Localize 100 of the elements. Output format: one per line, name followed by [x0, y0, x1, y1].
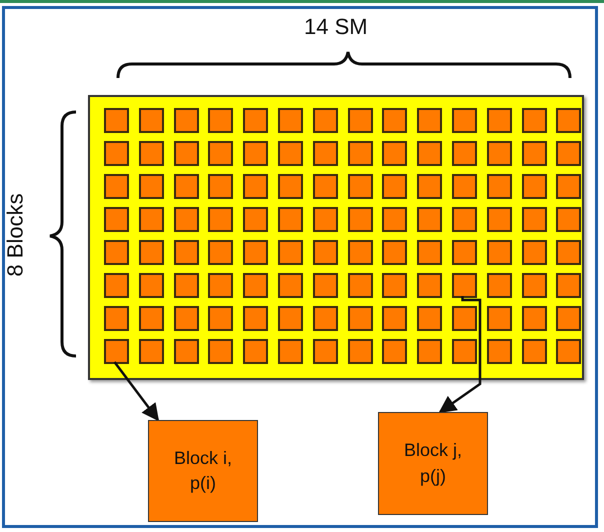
block-square: [417, 240, 442, 265]
block-square: [382, 339, 408, 364]
block-square: [348, 240, 373, 265]
block-square: [208, 339, 234, 364]
block-square: [312, 108, 338, 133]
block-square: [138, 174, 164, 199]
block-square: [174, 174, 199, 199]
block-square: [486, 306, 512, 331]
block-square: [522, 240, 547, 265]
block-square: [278, 306, 303, 331]
block-square: [452, 207, 477, 232]
block-square: [208, 141, 234, 166]
block-square: [556, 240, 582, 265]
block-square: [312, 174, 338, 199]
block-square: [174, 273, 199, 298]
arrow: [114, 361, 160, 422]
block-square: [348, 141, 373, 166]
axis-label: 8 Blocks: [2, 193, 29, 277]
block-square: [104, 339, 129, 364]
block-square: [104, 240, 129, 265]
block-square: [208, 207, 234, 232]
block-square: [174, 108, 199, 133]
block-square: [138, 108, 164, 133]
block-square: [138, 273, 164, 298]
block-square: [312, 207, 338, 232]
block-square: [486, 174, 512, 199]
block-square: [174, 141, 199, 166]
block-square: [174, 306, 199, 331]
block-square: [104, 141, 129, 166]
block-square: [452, 306, 477, 331]
block-square: [486, 273, 512, 298]
block-square: [312, 141, 338, 166]
block-square: [104, 306, 129, 331]
block-square: [243, 306, 268, 331]
block-square: [174, 339, 199, 364]
block-square: [208, 240, 234, 265]
block-square: [417, 339, 442, 364]
block-square: [382, 273, 408, 298]
grid-panel: [88, 95, 584, 380]
block-square: [382, 306, 408, 331]
block-square: [486, 339, 512, 364]
block-square: [348, 306, 373, 331]
block-square: [452, 108, 477, 133]
block-square: [138, 141, 164, 166]
block-square: [382, 108, 408, 133]
block-square: [243, 207, 268, 232]
block-box: Block i, p(i): [148, 420, 258, 522]
block-square: [486, 108, 512, 133]
block-square: [312, 273, 338, 298]
block-square: [104, 273, 129, 298]
block-square: [522, 306, 547, 331]
block-square: [208, 174, 234, 199]
block-square: [278, 141, 303, 166]
block-square: [556, 141, 582, 166]
block-square: [556, 306, 582, 331]
block-square: [556, 174, 582, 199]
block-square: [278, 174, 303, 199]
block-square: [278, 240, 303, 265]
block-square: [174, 240, 199, 265]
block-square: [243, 108, 268, 133]
block-square: [138, 240, 164, 265]
block-square: [138, 207, 164, 232]
block-square: [138, 306, 164, 331]
block-square: [522, 339, 547, 364]
block-square: [348, 339, 373, 364]
block-square: [312, 240, 338, 265]
block-square: [348, 207, 373, 232]
block-box: Block j, p(j): [378, 412, 488, 515]
block-square: [278, 339, 303, 364]
block-square: [382, 141, 408, 166]
block-square: [208, 108, 234, 133]
block-square: [104, 108, 129, 133]
block-square: [174, 207, 199, 232]
block-square: [417, 273, 442, 298]
block-square: [243, 141, 268, 166]
block-square: [382, 240, 408, 265]
block-square: [556, 339, 582, 364]
block-square: [522, 174, 547, 199]
block-square: [243, 240, 268, 265]
block-square: [452, 273, 477, 298]
block-square: [312, 339, 338, 364]
block-square: [312, 306, 338, 331]
block-square: [278, 108, 303, 133]
block-square: [278, 273, 303, 298]
block-square: [278, 207, 303, 232]
block-square: [348, 108, 373, 133]
block-square: [208, 306, 234, 331]
block-square: [522, 108, 547, 133]
block-square: [348, 174, 373, 199]
block-square: [452, 240, 477, 265]
block-square: [486, 207, 512, 232]
block-square: [382, 174, 408, 199]
block-square: [417, 108, 442, 133]
axis-label: 14 SM: [304, 14, 368, 40]
block-square: [138, 339, 164, 364]
block-square: [382, 207, 408, 232]
block-square: [417, 306, 442, 331]
block-square: [208, 273, 234, 298]
block-square: [522, 273, 547, 298]
block-square: [104, 207, 129, 232]
